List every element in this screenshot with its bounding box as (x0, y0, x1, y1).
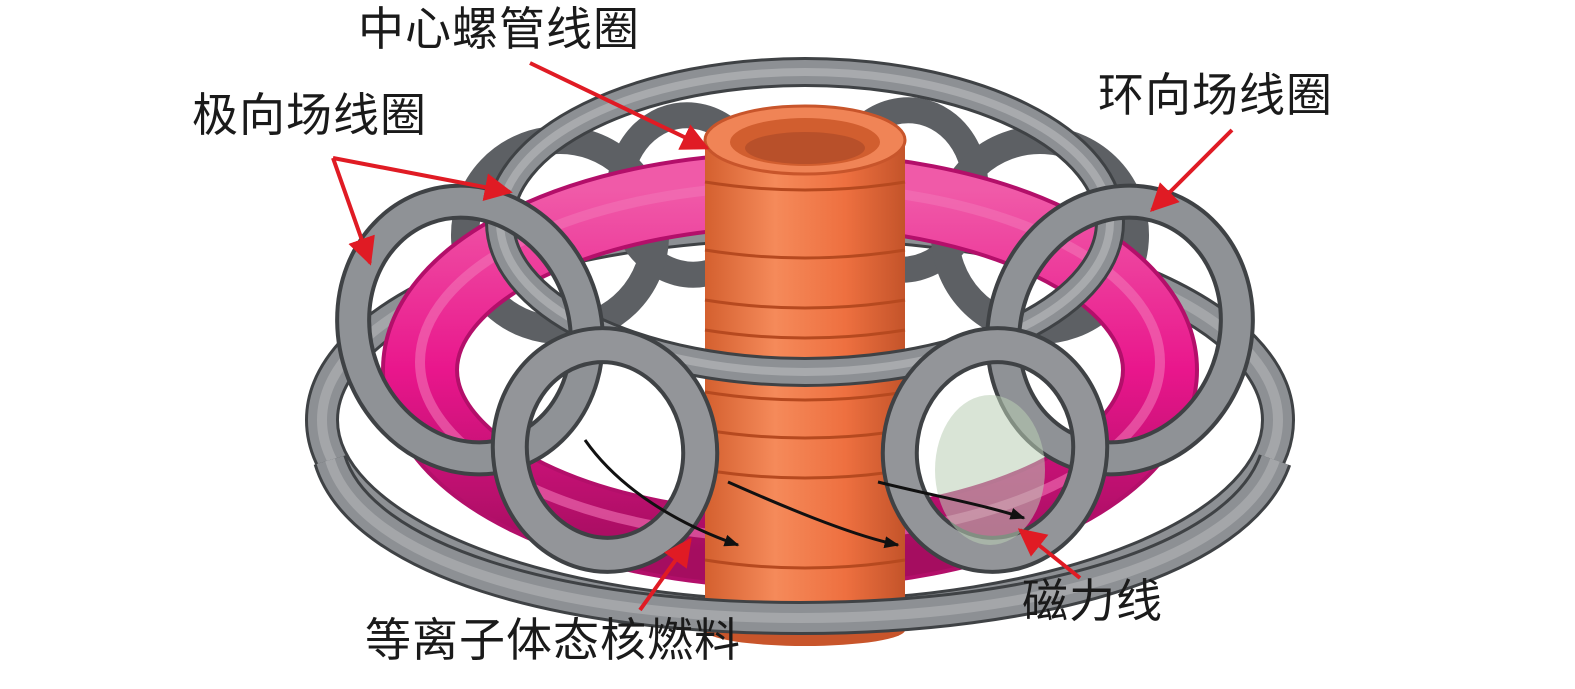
arrow-plasma (638, 537, 692, 612)
label-poloidal-field-coil: 极向场线圈 (192, 88, 427, 142)
label-toroidal-field-coil: 环向场线圈 (1098, 68, 1333, 122)
arrow-toroidal (1150, 128, 1234, 212)
label-magnetic-field-line: 磁力线 (1022, 574, 1163, 628)
arrow-magnetic-line (1017, 528, 1082, 580)
annotation-arrows (331, 61, 1234, 612)
arrow-central-solenoid (529, 61, 710, 150)
arrow-poloidal-outer (331, 157, 375, 266)
arrow-poloidal-upper (332, 156, 513, 201)
outer-poloidal-ring-front (313, 453, 1292, 636)
magnetic-field-lines (583, 439, 1026, 549)
label-plasma-fuel: 等离子体态核燃料 (365, 613, 741, 667)
label-central-solenoid: 中心螺管线圈 (358, 2, 640, 56)
